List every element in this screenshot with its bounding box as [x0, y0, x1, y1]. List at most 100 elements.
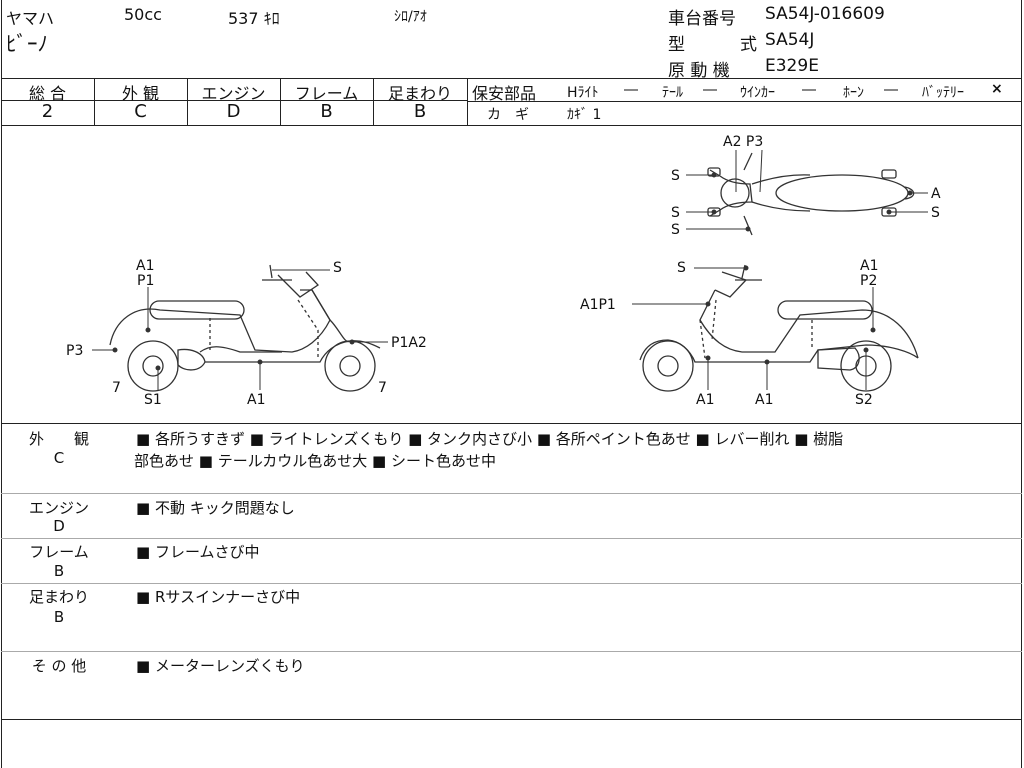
- grade-divider-3: [280, 78, 281, 125]
- remark-frame-grade: B: [53, 562, 65, 580]
- diagram-bottom-line: [1, 423, 1022, 424]
- top-view-seat: [775, 174, 909, 212]
- safety-battery-mark: ×: [991, 81, 1003, 97]
- remark-suspension-line1: ■ Rサスインナーさび中: [136, 588, 301, 606]
- overall-grade: 2: [41, 101, 54, 122]
- frame-grade: B: [320, 101, 333, 122]
- displacement: 50cc: [124, 5, 162, 24]
- label-left-s: S: [333, 260, 342, 276]
- remark-frame-line1: ■ フレームさび中: [136, 543, 260, 561]
- top-view-front-cowl: [720, 178, 750, 208]
- key-value: ｶｷﾞ 1: [567, 107, 602, 123]
- grade-table-top-line: [1, 78, 1022, 79]
- label-top-s3: S: [671, 222, 680, 238]
- remark-exterior-grade: C: [53, 449, 65, 467]
- type-value: SA54J: [765, 30, 815, 50]
- label-left-p1: P1: [137, 273, 154, 289]
- label-right-s: S: [677, 260, 686, 276]
- left-front-wheel: [324, 340, 376, 392]
- safety-battery: ﾊﾞｯﾃﾘｰ: [922, 85, 964, 101]
- left-rear-wheel: [127, 340, 179, 392]
- remark-exterior-line1: ■ 各所うすきず ■ ライトレンズくもり ■ タンク内さび小 ■ 各所ペイント色…: [136, 430, 844, 448]
- label-right-a1p1: A1P1: [580, 297, 616, 313]
- label-top-a: A: [931, 186, 941, 202]
- label-top-s2: S: [671, 205, 680, 221]
- grade-divider-5: [467, 78, 468, 125]
- remarks-divider-1: [1, 493, 1022, 494]
- remark-suspension-grade: B: [53, 608, 65, 626]
- label-left-a1b: A1: [247, 392, 265, 408]
- safety-winker-mark: ―: [802, 82, 816, 98]
- label-left-p3: P3: [66, 343, 83, 359]
- safety-winker: ｳｲﾝｶｰ: [740, 85, 775, 101]
- remark-exterior-line2: 部色あせ ■ テールカウル色あせ大 ■ シート色あせ中: [134, 452, 496, 470]
- key-label: カ ギ: [487, 107, 529, 123]
- remark-engine-line1: ■ 不動 キック問題なし: [136, 499, 295, 517]
- engine-type-value: E329E: [765, 56, 819, 76]
- remark-other-label: そ の 他: [31, 657, 87, 675]
- label-right-a1c: A1: [755, 392, 773, 408]
- label-right-s2: S2: [855, 392, 873, 408]
- label-left-7a: 7: [112, 380, 121, 396]
- label-left-7b: 7: [378, 380, 387, 396]
- right-side-scooter: [639, 264, 919, 392]
- outer-left-border: [1, 0, 2, 768]
- exterior-grade: C: [134, 101, 147, 122]
- label-right-a1b: A1: [696, 392, 714, 408]
- grade-table-bottom-line: [1, 125, 1022, 126]
- engine-label: エンジン: [201, 84, 266, 103]
- suspension-label: 足まわり: [387, 84, 452, 103]
- engine-type-label: 原 動 機: [668, 61, 730, 81]
- remarks-divider-4: [1, 651, 1022, 652]
- maker: ヤマハ: [6, 9, 55, 28]
- remark-engine-grade: D: [53, 517, 65, 535]
- type-label-2: 式: [740, 35, 757, 55]
- grade-divider-4: [373, 78, 374, 125]
- safety-tail-mark: ―: [703, 82, 717, 98]
- overall-label: 総 合: [28, 84, 67, 103]
- model-name: ﾋﾞｰﾉ: [6, 32, 48, 56]
- label-left-a1: A1: [136, 258, 154, 274]
- grade-divider-2: [187, 78, 188, 125]
- left-seat: [149, 300, 245, 320]
- label-left-s1: S1: [144, 392, 162, 408]
- exterior-label: 外 観: [121, 84, 160, 103]
- right-front-wheel: [642, 340, 694, 392]
- remark-engine-label: エンジン: [28, 499, 89, 517]
- body-color: ｼﾛ/ｱｵ: [394, 9, 427, 25]
- label-top-s4: S: [931, 205, 940, 221]
- frame-label: フレーム: [294, 84, 359, 103]
- remarks-divider-2: [1, 538, 1022, 539]
- right-seat: [777, 300, 873, 320]
- safety-horn: ﾎｰﾝ: [843, 85, 864, 101]
- top-view-scooter: [707, 152, 915, 236]
- frame-no: SA54J-016609: [765, 4, 885, 24]
- remark-other-line1: ■ メーターレンズくもり: [136, 657, 305, 675]
- label-top-s1: S: [671, 168, 680, 184]
- right-rear-wheel: [840, 340, 892, 392]
- label-right-a1: A1: [860, 258, 878, 274]
- label-right-p2: P2: [860, 273, 877, 289]
- damage-diagram: A2 P3 S S S A S A1 P1 S P3 P1A2 7 7 S1 A…: [66, 134, 941, 408]
- engine-grade: D: [226, 101, 241, 122]
- safety-headlight: Hﾗｲﾄ: [567, 85, 599, 101]
- label-left-p1a2: P1A2: [391, 335, 427, 351]
- remarks-bottom-line: [1, 719, 1022, 720]
- label-top-a2p3: A2 P3: [723, 134, 763, 150]
- type-label-1: 型: [668, 35, 685, 55]
- remark-exterior-label: 外 観: [28, 430, 89, 448]
- safety-label: 保安部品: [472, 84, 537, 103]
- grade-table-mid-line: [1, 100, 467, 101]
- suspension-grade: B: [413, 101, 427, 122]
- remarks-divider-3: [1, 583, 1022, 584]
- remark-suspension-label: 足まわり: [28, 588, 89, 606]
- grade-divider-1: [94, 78, 95, 125]
- mileage: 537 ｷﾛ: [228, 9, 280, 28]
- remark-frame-label: フレーム: [29, 543, 89, 561]
- safety-mid-line: [467, 101, 1022, 102]
- safety-horn-mark: ―: [884, 82, 898, 98]
- safety-headlight-mark: ―: [624, 82, 638, 98]
- safety-tail: ﾃｰﾙ: [662, 85, 683, 101]
- outer-right-border: [1021, 0, 1022, 768]
- frame-no-label: 車台番号: [668, 9, 736, 29]
